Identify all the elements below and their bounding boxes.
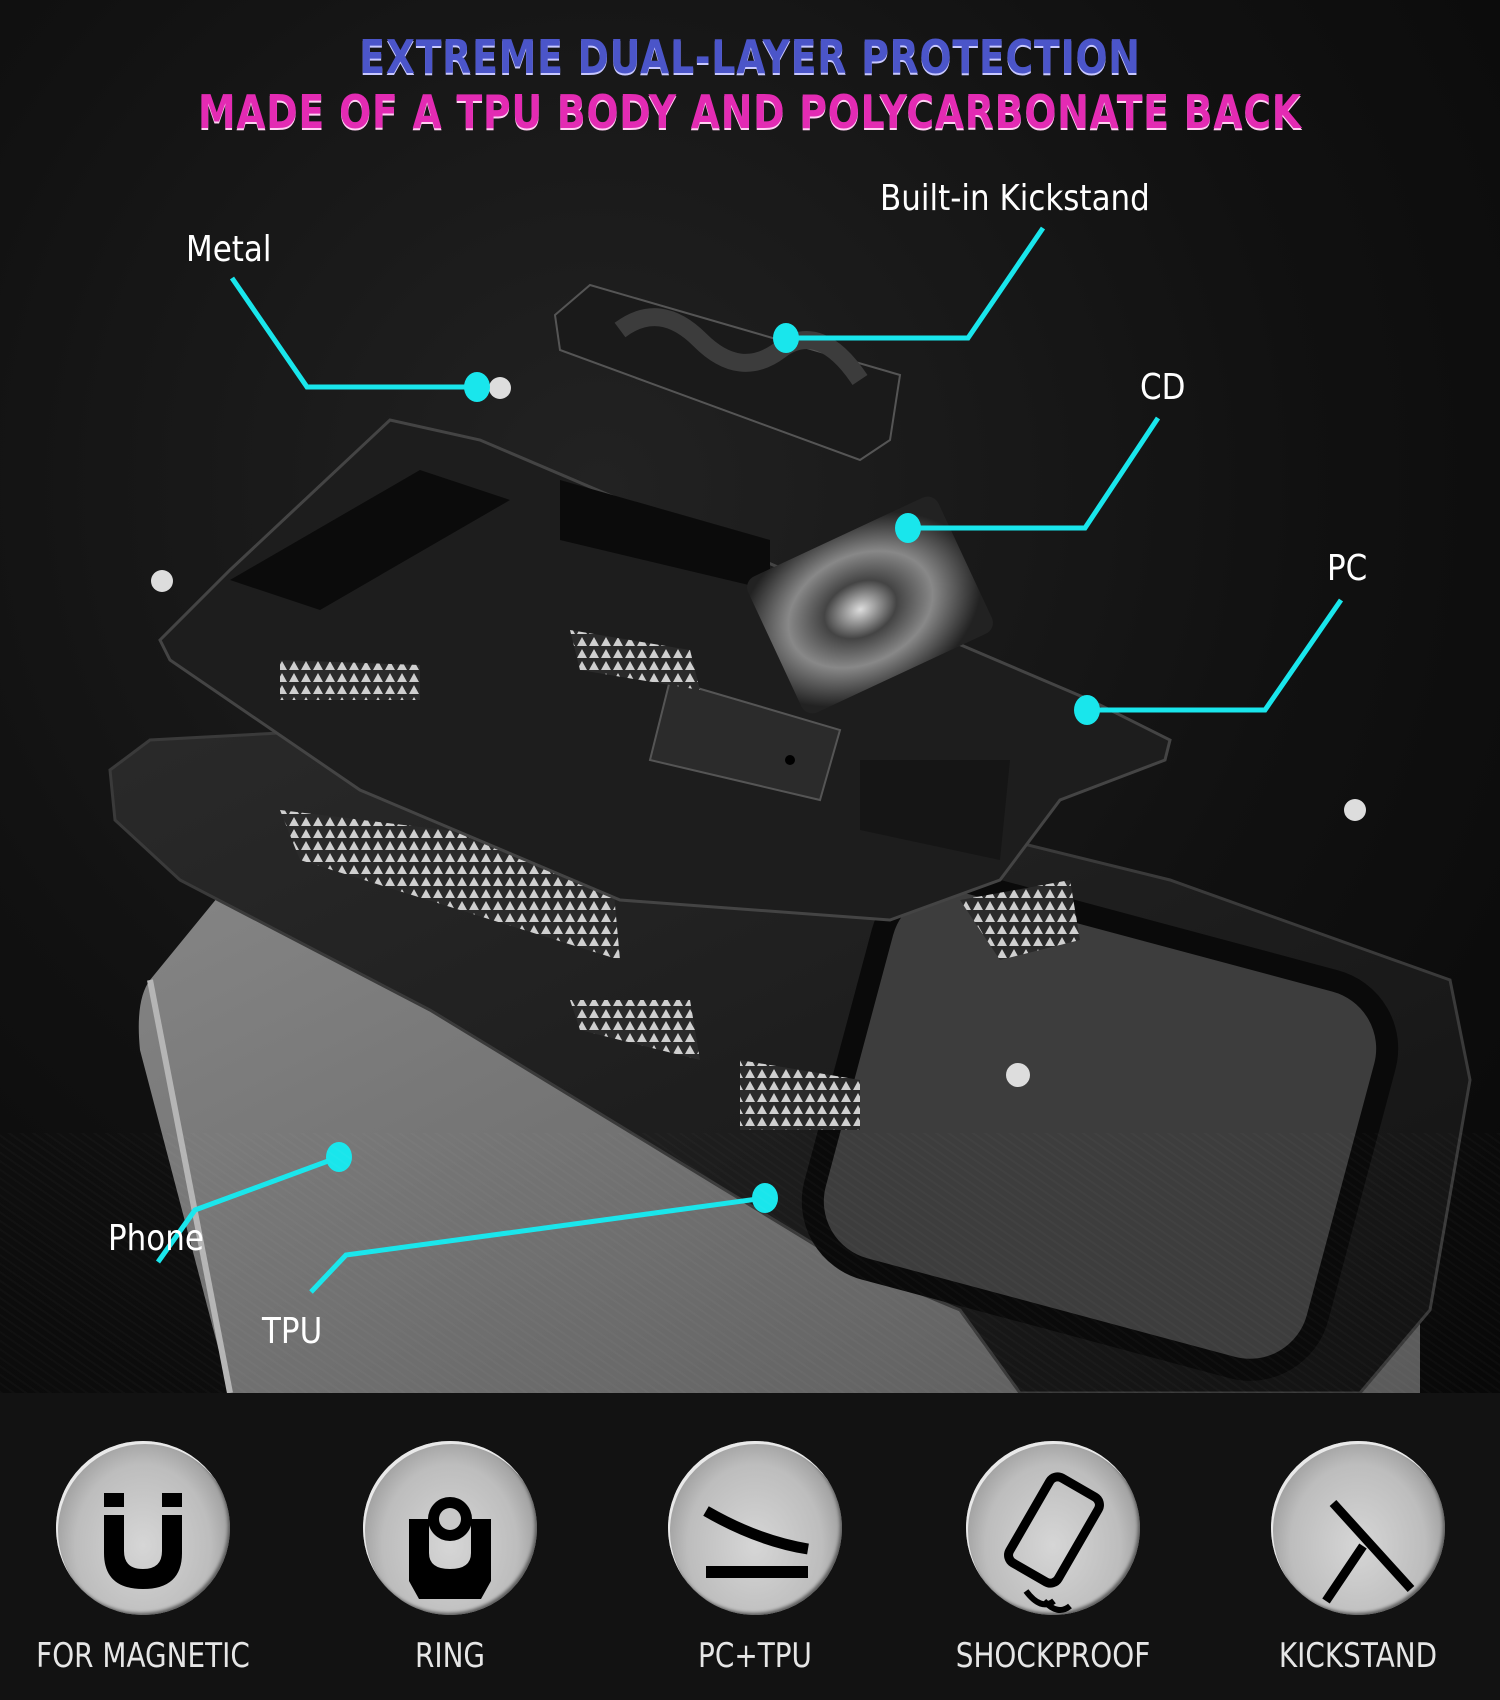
kickstand-illustration (553, 283, 902, 462)
feature-disc-pctpu (668, 1441, 842, 1615)
feature-disc-magnetic (56, 1441, 230, 1615)
callout-label-cd: CD (1140, 367, 1186, 408)
callout-dot (752, 1183, 778, 1213)
feature-label-magnetic: FOR MAGNETIC (36, 1636, 250, 1676)
kickstand-icon (1322, 1499, 1415, 1604)
pc-frame-illustration (158, 418, 1172, 922)
feature-disc-shockproof (966, 1441, 1140, 1615)
shockproof-phone-icon (1004, 1472, 1104, 1613)
feature-strip: FOR MAGNETIC RING PC+TPU SHOCKPROOF KICK… (0, 1393, 1500, 1700)
screw-icon (151, 570, 173, 592)
feature-label-pctpu: PC+TPU (698, 1636, 812, 1676)
screw-icon (489, 377, 511, 399)
callout-dot (1074, 695, 1100, 725)
headline-line-2: MADE OF A TPU BODY AND POLYCARBONATE BAC… (198, 85, 1302, 139)
cd-plate-illustration (747, 496, 993, 714)
callout-dot (326, 1142, 352, 1172)
feature-label-shockproof: SHOCKPROOF (955, 1636, 1151, 1676)
callout-dot (773, 323, 799, 353)
feature-label-kickstand: KICKSTAND (1278, 1636, 1438, 1676)
callout-label-tpu: TPU (262, 1311, 323, 1352)
callout-dot (464, 372, 490, 402)
screw-icon (1344, 799, 1366, 821)
callout-label-kickstand: Built-in Kickstand (880, 178, 1150, 219)
ring-holder-icon (409, 1497, 491, 1599)
magnet-icon (104, 1493, 182, 1589)
feature-label-ring: RING (414, 1636, 486, 1676)
layers-icon (703, 1506, 809, 1578)
headline-line-1: EXTREME DUAL-LAYER PROTECTION (359, 30, 1141, 84)
callout-lines (155, 226, 1344, 1294)
callout-label-phone: Phone (108, 1218, 204, 1259)
callout-dot (895, 513, 921, 543)
feature-disc-kickstand (1271, 1441, 1445, 1615)
product-hero: EXTREME DUAL-LAYER PROTECTION MADE OF A … (0, 0, 1500, 1393)
callout-label-metal: Metal (186, 229, 272, 270)
callout-label-pc: PC (1327, 548, 1368, 589)
feature-disc-ring (363, 1441, 537, 1615)
